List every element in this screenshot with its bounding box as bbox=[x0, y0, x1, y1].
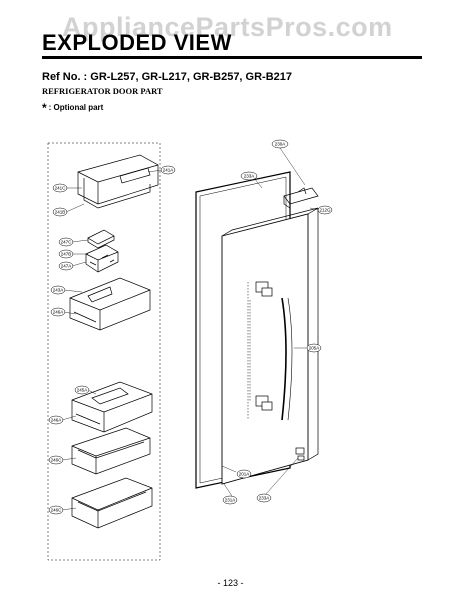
egg-tray-247 bbox=[85, 229, 119, 273]
door-bin-245 bbox=[71, 381, 153, 433]
callout-231a: 231A bbox=[225, 498, 236, 503]
optional-note: *: Optional part bbox=[42, 101, 103, 115]
callout-246c-lower: 246C bbox=[51, 508, 63, 513]
callout-241b: 241B bbox=[55, 210, 66, 215]
callout-233a: 233A bbox=[244, 174, 255, 179]
optional-note-text: : Optional part bbox=[48, 103, 104, 112]
callout-246a: 246A bbox=[53, 310, 64, 315]
door-gasket bbox=[195, 171, 291, 489]
callout-230a: 230A bbox=[275, 142, 286, 147]
section-subtitle: REFRIGERATOR DOOR PART bbox=[42, 86, 163, 96]
callout-241a: 241A bbox=[163, 168, 174, 173]
callout-212g: 212G bbox=[319, 208, 331, 213]
callout-246a-lower: 246A bbox=[51, 418, 62, 423]
callout-247b: 247B bbox=[61, 252, 72, 257]
door-bin-243 bbox=[69, 277, 151, 331]
callout-241c: 241C bbox=[55, 186, 67, 191]
title-rule bbox=[42, 56, 422, 59]
callout-ovals bbox=[48, 139, 333, 515]
callout-245a: 245A bbox=[77, 388, 88, 393]
callout-205a: 205A bbox=[309, 346, 320, 351]
optional-star-icon: * bbox=[42, 101, 47, 115]
callout-233a-lower: 233A bbox=[259, 496, 270, 501]
callout-247a: 247A bbox=[61, 264, 72, 269]
callout-246c: 246C bbox=[51, 458, 63, 463]
leader-lines bbox=[61, 147, 321, 511]
door-bin-246c-lower bbox=[71, 477, 153, 529]
door-handle bbox=[247, 281, 293, 421]
page-number: - 123 - bbox=[217, 578, 244, 588]
bin-group-frame bbox=[47, 142, 161, 561]
callout-243a: 243A bbox=[53, 288, 64, 293]
page-title: EXPLODED VIEW bbox=[42, 30, 232, 55]
door-shelf-241 bbox=[77, 154, 159, 209]
callout-201a: 201A bbox=[239, 472, 250, 477]
door-bin-246c-upper bbox=[71, 427, 151, 475]
watermark: AppliancePartsPros.com bbox=[62, 12, 393, 42]
callout-247c: 247C bbox=[61, 240, 73, 245]
ref-number: Ref No. : GR-L257, GR-L217, GR-B257, GR-… bbox=[42, 71, 293, 83]
refrigerator-door bbox=[221, 187, 319, 485]
